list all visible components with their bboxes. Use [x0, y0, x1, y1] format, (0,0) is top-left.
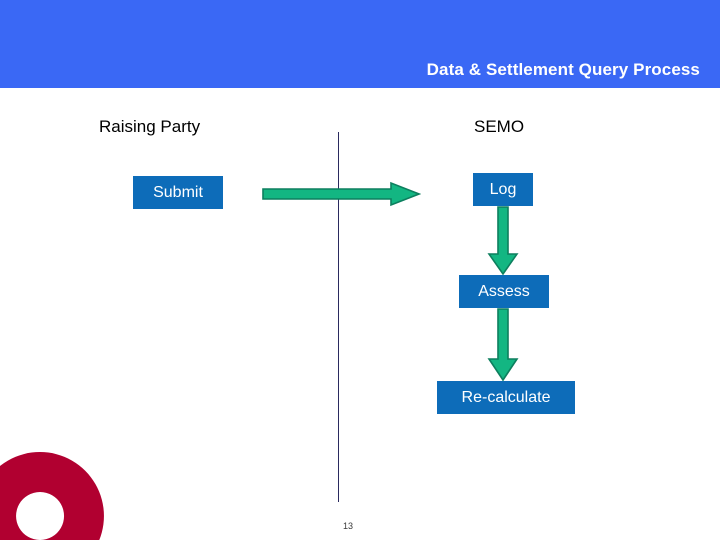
lane-header-semo: SEMO	[474, 117, 525, 136]
process-box-log[interactable]: Log	[473, 173, 533, 206]
arrow-submit-to-log-icon	[262, 181, 421, 207]
process-box-assess[interactable]: Assess	[459, 275, 549, 308]
process-box-re-calculate[interactable]: Re-calculate	[437, 381, 575, 414]
arrow-log-to-assess-icon	[487, 206, 519, 276]
header-banner-underline	[0, 88, 720, 90]
header-banner	[0, 0, 720, 88]
slide-title: Data & Settlement Query Process	[426, 60, 700, 79]
ring-logo-icon	[0, 452, 104, 540]
page-number: 13	[343, 521, 354, 531]
arrow-assess-to-re-calculate-icon	[487, 308, 519, 382]
process-box-submit[interactable]: Submit	[133, 176, 223, 209]
swimlane-divider	[338, 132, 339, 502]
lane-header-raising-party: Raising Party	[99, 117, 201, 136]
